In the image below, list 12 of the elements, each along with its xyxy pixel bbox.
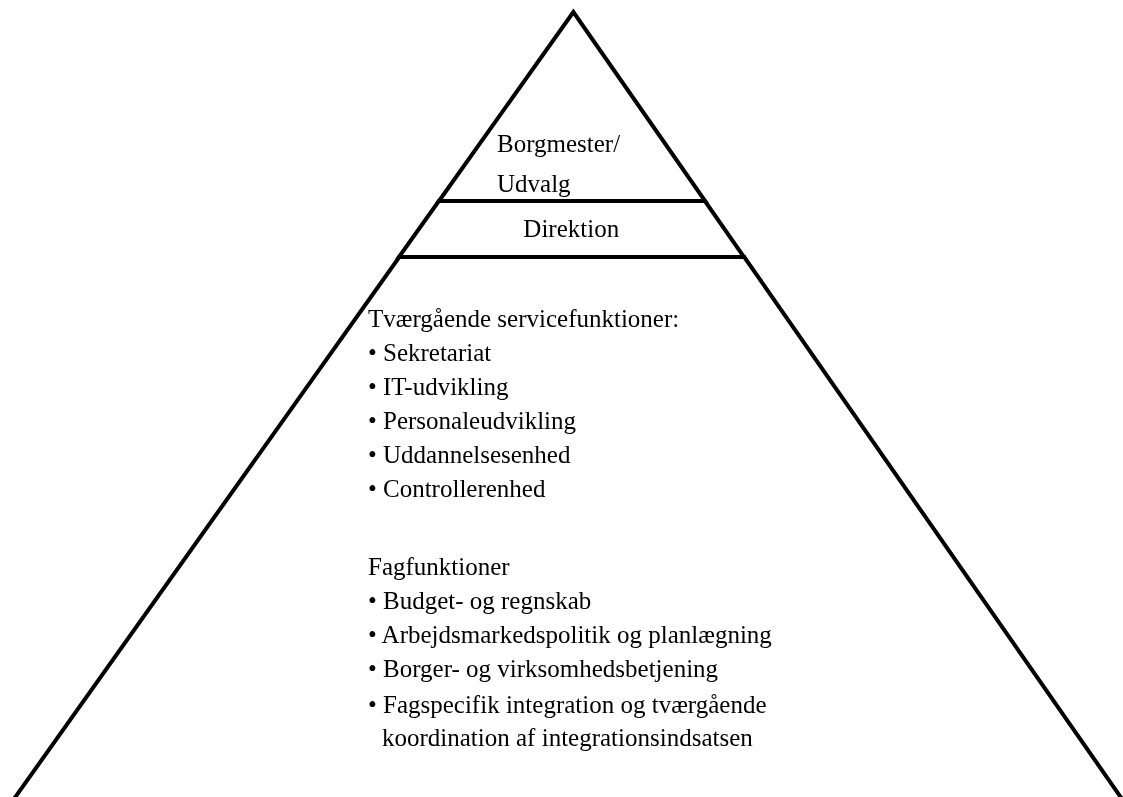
section-heading: Fagfunktioner (368, 552, 510, 582)
band-label: Direktion (522, 214, 621, 244)
list-item: • Personaleudvikling (368, 406, 577, 436)
list-item: • Controllerenhed (368, 474, 546, 504)
list-item: • Fagspecifik integration og tværgående koordination af integrationsindsatsen (368, 690, 768, 753)
list-item: • Budget- og regnskab (368, 586, 592, 616)
list-item: • Uddannelsesenhed (368, 440, 571, 470)
section-heading: Tværgående servicefunktioner: (368, 304, 680, 334)
list-item: • Sekretariat (368, 338, 492, 368)
list-item: • Borger- og virksomhedsbetjening (368, 654, 719, 684)
list-item: • Arbejdsmarkedspolitik og planlægning (368, 620, 772, 650)
list-item: • IT-udvikling (368, 372, 509, 402)
